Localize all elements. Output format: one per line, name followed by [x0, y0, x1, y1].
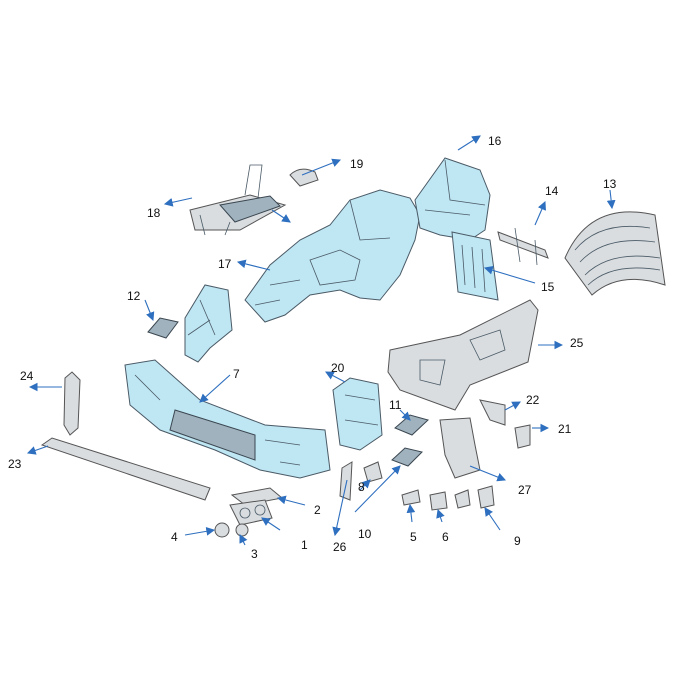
label-12: 12: [127, 289, 141, 303]
label-24: 24: [20, 369, 34, 383]
label-2: 2: [314, 503, 321, 517]
part-corner-panel: [184, 284, 233, 363]
part-number-labels: 1 2 3 4 5 6 7 8 9 10 11 12 13 14 15 16 1…: [8, 134, 617, 561]
label-6: 6: [442, 530, 449, 544]
part-18-step-bracket: [189, 164, 287, 236]
label-4: 4: [171, 530, 178, 544]
label-14: 14: [545, 184, 559, 198]
part-27-bracket: [439, 417, 481, 479]
label-22: 22: [526, 393, 540, 407]
part-21-bracket: [514, 424, 531, 449]
part-12-grille: [147, 317, 179, 339]
label-20: 20: [331, 361, 345, 375]
part-22-bracket: [479, 399, 506, 426]
label-27: 27: [518, 483, 532, 497]
part-16-cab-side-panel: [414, 157, 491, 241]
part-9-bracket: [454, 485, 495, 509]
label-9: 9: [514, 534, 521, 548]
part-11-grille: [394, 414, 429, 436]
label-11: 11: [389, 398, 402, 412]
part-6-bracket: [429, 491, 448, 511]
part-14-bracket: [497, 227, 549, 266]
label-5: 5: [410, 530, 417, 544]
part-17-wheel-arch: [244, 189, 421, 323]
part-5-bracket: [401, 489, 421, 506]
label-19: 19: [350, 157, 364, 171]
label-25: 25: [570, 336, 584, 350]
part-20-step-panel: [332, 377, 383, 451]
part-25-floor-panel: [387, 299, 539, 411]
label-1: 1: [301, 538, 308, 552]
label-8: 8: [358, 480, 365, 494]
part-1-lamp-housing: [229, 499, 273, 526]
label-7: 7: [233, 367, 240, 381]
part-8-bracket: [363, 461, 383, 483]
part-19-clip: [289, 168, 319, 187]
label-3: 3: [251, 547, 258, 561]
part-15-rear-panel: [451, 231, 499, 301]
label-16: 16: [488, 134, 502, 148]
label-18: 18: [147, 206, 161, 220]
part-13-mudguard: [564, 211, 666, 296]
label-17: 17: [218, 257, 232, 271]
part-3-ring: [235, 523, 249, 537]
label-23: 23: [8, 457, 22, 471]
label-26: 26: [333, 540, 347, 554]
label-10: 10: [358, 527, 372, 541]
part-10-grille: [391, 447, 423, 467]
part-4-ring: [214, 522, 230, 538]
part-7-front-bumper: [124, 359, 331, 479]
part-23-beam: [40, 437, 211, 501]
label-15: 15: [541, 280, 555, 294]
callout-arrows: [26, 135, 616, 546]
part-26-bracket: [339, 461, 353, 501]
part-24-bracket: [63, 371, 81, 436]
label-13: 13: [603, 177, 617, 191]
label-21: 21: [558, 422, 572, 436]
